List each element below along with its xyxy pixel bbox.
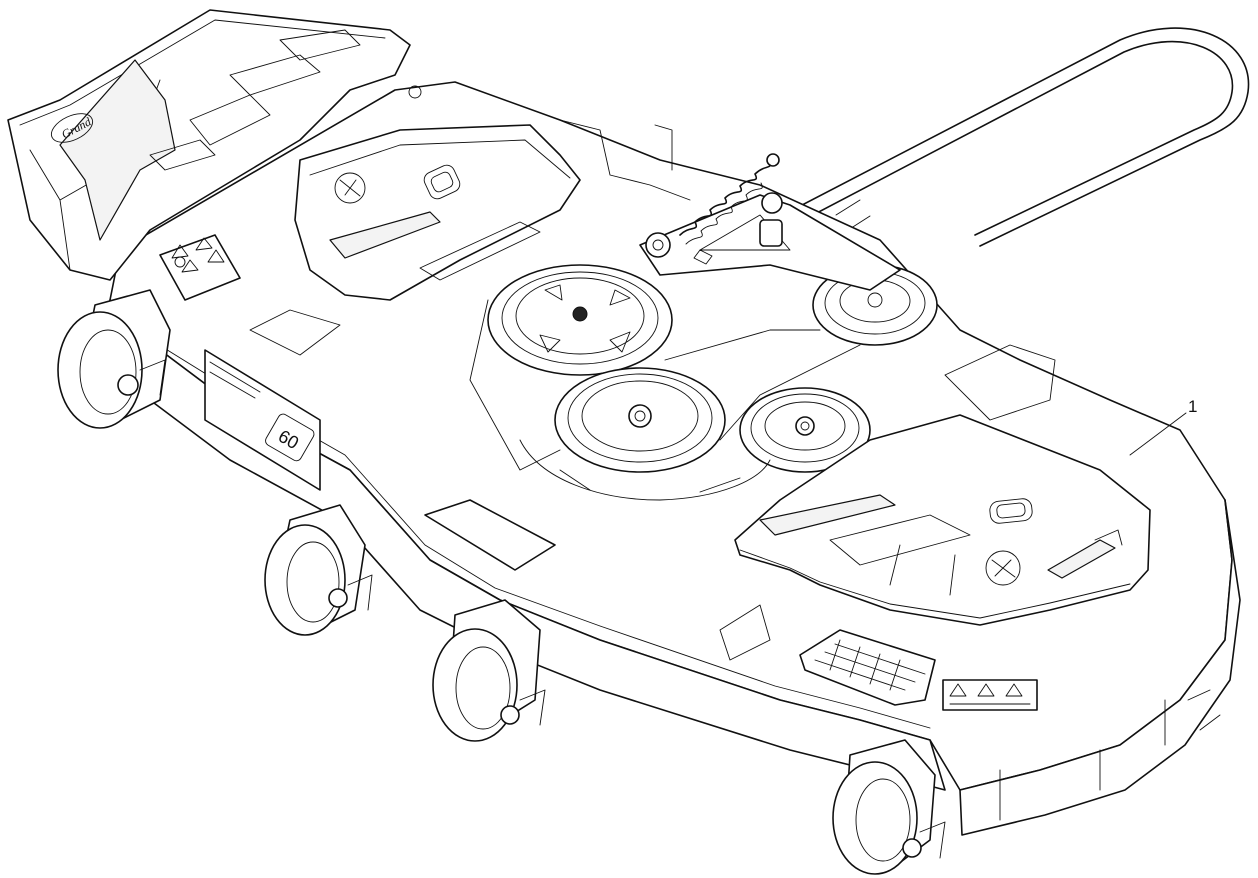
center-belt-cover (294, 124, 581, 301)
left-belt-cover: Grand (7, 9, 411, 281)
callout-1: 1 (1129, 397, 1197, 456)
spring-icon (679, 153, 780, 245)
idler-arm (639, 192, 901, 291)
caster-wheel-front-right (832, 739, 946, 875)
right-belt-cover (734, 414, 1151, 626)
deck-size-decal: 60 (204, 349, 321, 491)
pulley-assembly (469, 264, 938, 501)
parts-grid-decal (799, 629, 936, 706)
deck-brackets (249, 85, 1056, 661)
caster-wheel-front-left (57, 289, 171, 429)
warning-decal-right (942, 679, 1038, 711)
caster-wheel-icon (57, 289, 946, 875)
warning-decal-icon (159, 234, 241, 301)
callout-1-label: 1 (1188, 397, 1197, 416)
floor-plate (424, 499, 556, 571)
caster-wheel-front-center (432, 599, 546, 742)
caster-wheel-mid-left (264, 504, 373, 636)
